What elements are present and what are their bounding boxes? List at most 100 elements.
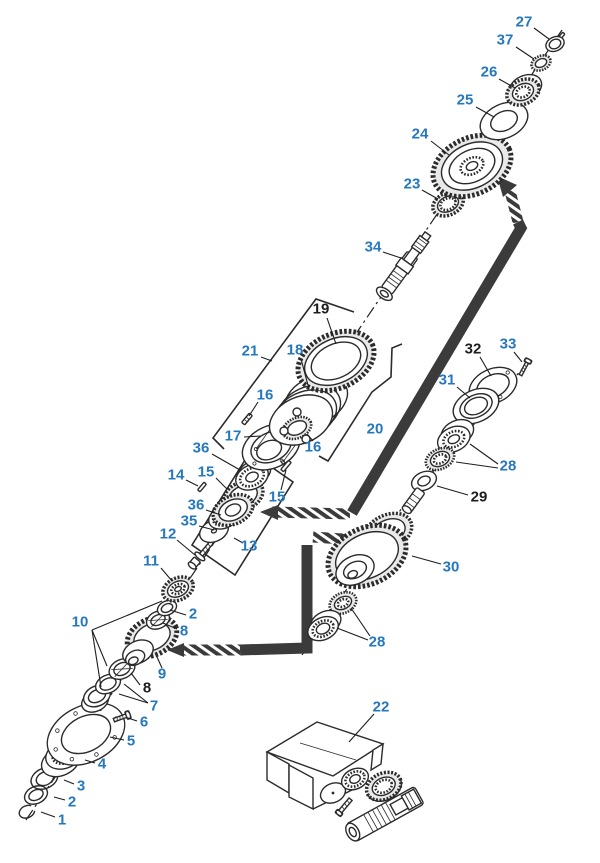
leader-line-5	[109, 736, 125, 741]
part-label-35: 35	[181, 513, 198, 530]
part-15-pin	[280, 459, 292, 473]
leader-line-1	[40, 811, 56, 818]
part-label-9: 9	[158, 666, 166, 683]
part-label-21: 21	[242, 343, 259, 360]
part-label-15: 15	[198, 464, 215, 481]
leader-line-18	[300, 358, 310, 390]
leader-line-30	[411, 555, 442, 565]
leader-line-28	[350, 607, 371, 637]
leader-line-11	[160, 567, 173, 582]
leader-line-2	[53, 796, 66, 801]
leader-line-25	[475, 106, 495, 118]
leader-line-36	[211, 453, 241, 471]
part-label-3: 3	[77, 778, 85, 795]
part-label-24: 24	[412, 126, 429, 143]
leader-line-28	[469, 443, 499, 465]
part-label-33: 33	[500, 336, 517, 353]
leader-line-14	[185, 479, 199, 487]
leader-line-26	[498, 78, 516, 89]
leader-line-37	[515, 46, 535, 60]
leader-line-35	[198, 525, 215, 531]
part-label-8: 8	[143, 680, 151, 697]
leader-line-34	[382, 251, 402, 259]
part-22-service-kit	[265, 721, 424, 842]
leader-line-9	[156, 656, 163, 669]
part-label-36: 36	[193, 440, 210, 457]
part-label-8: 8	[180, 623, 188, 640]
leader-line-17	[243, 435, 262, 438]
part-label-23: 23	[404, 176, 421, 193]
part-label-30: 30	[443, 559, 460, 576]
part-37-lock-washer	[530, 54, 552, 72]
part-label-10: 10	[72, 614, 89, 631]
part-14-pin	[197, 481, 207, 493]
leader-line-28	[455, 461, 499, 469]
leader-line-3	[63, 779, 75, 785]
part-label-28: 28	[500, 458, 517, 475]
part-label-12: 12	[160, 526, 177, 543]
part-label-11: 11	[143, 553, 159, 570]
leader-line-21	[260, 356, 273, 362]
part-1-clip	[18, 804, 36, 819]
part-label-34: 34	[365, 239, 382, 256]
part-label-17: 17	[225, 428, 242, 445]
part-28-bearing-cup-upper	[436, 418, 475, 453]
kit-splined-shaft	[345, 786, 424, 842]
parts	[18, 31, 566, 842]
leader-line-31	[456, 386, 471, 399]
kit-disc	[319, 782, 347, 804]
part-label-26: 26	[481, 64, 498, 81]
leader-line-12	[176, 539, 196, 556]
part-label-31: 31	[439, 372, 456, 389]
part-label-2: 2	[189, 606, 197, 623]
leader-line-2	[169, 609, 187, 616]
part-label-22: 22	[373, 699, 390, 716]
part-28-bearing-cone-upper	[424, 446, 456, 472]
part-9-gear	[122, 614, 180, 667]
leader-line-8	[130, 672, 141, 686]
part-label-36: 36	[188, 497, 205, 514]
bracket-20	[318, 343, 403, 463]
flow-arrowhead-bottom	[167, 643, 184, 657]
leader-line-27	[533, 27, 550, 40]
part-26-bevel-gear	[505, 73, 543, 107]
part-30-countershaft-gear-cluster	[325, 487, 425, 590]
leader-lines	[40, 27, 550, 818]
leader-line-6	[127, 717, 138, 722]
part-31-retainer-ring	[452, 387, 500, 425]
leader-line-28	[336, 627, 369, 641]
leader-line-10	[91, 629, 102, 688]
part-2-ring-lower	[23, 785, 49, 805]
leader-line-15	[280, 469, 287, 491]
leader-line-16	[306, 433, 314, 442]
part-16-pin-left	[241, 412, 253, 426]
flow-hatch-right	[312, 531, 343, 545]
kit-box-right-flap	[370, 742, 384, 772]
bracket-21	[211, 298, 355, 450]
flow-band-vertical	[239, 545, 313, 656]
leader-line-22	[348, 713, 375, 743]
part-6-bolt	[112, 710, 132, 723]
leader-line-23	[421, 189, 439, 200]
part-29-washer	[410, 470, 438, 492]
leader-line-33	[513, 351, 523, 363]
part-label-19: 19	[313, 301, 330, 318]
leader-line-4	[84, 759, 96, 764]
part-25-thrust-washer	[479, 101, 529, 141]
part-label-6: 6	[140, 714, 148, 731]
leader-line-19	[326, 317, 337, 345]
part-19-ring-gear	[295, 328, 377, 394]
part-label-16: 16	[305, 439, 322, 456]
leader-line-13	[233, 537, 244, 544]
part-label-7: 7	[150, 698, 158, 715]
part-24-main-drive-gear	[430, 132, 514, 200]
part-label-18: 18	[287, 342, 304, 359]
part-label-5: 5	[127, 733, 135, 750]
part-label-13: 13	[241, 538, 258, 555]
part-33-bolt	[518, 357, 533, 377]
flow-arrowhead-left	[260, 505, 278, 520]
leader-line-36	[205, 509, 222, 516]
flow-hatch-left	[271, 506, 351, 520]
